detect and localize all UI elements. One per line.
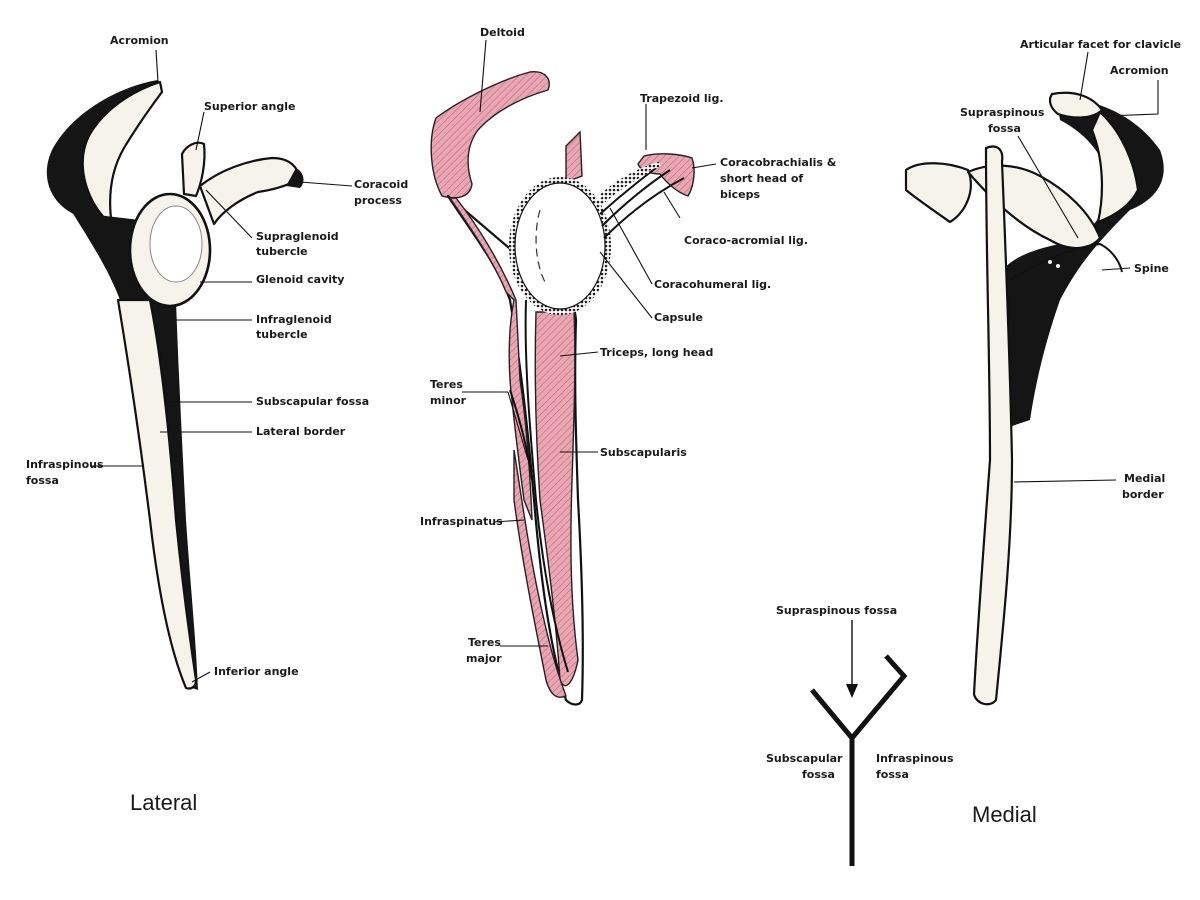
label-deltoid: Deltoid [480, 26, 525, 39]
label-teres-major: Teres [468, 636, 501, 649]
label-spine: Spine [1134, 262, 1169, 275]
label-medial-border: Medial [1124, 472, 1165, 485]
label-teres-minor: Teres [430, 378, 463, 391]
label-infraglenoid-tubercle-2: tubercle [256, 328, 308, 341]
label-supraspinous-fossa-2: fossa [988, 122, 1021, 135]
lateral-labels: Acromion Superior angle Coracoid process… [26, 34, 408, 815]
label-supraglenoid-tubercle: Supraglenoid [256, 230, 339, 243]
label-trapezoid-lig: Trapezoid lig. [640, 92, 724, 105]
label-schematic-subscapular: Subscapular [766, 752, 843, 765]
label-supraglenoid-tubercle-2: tubercle [256, 245, 308, 258]
label-infraspinatus: Infraspinatus [420, 515, 503, 528]
label-infraglenoid-tubercle: Infraglenoid [256, 313, 332, 326]
lateral-scapula [46, 80, 304, 690]
label-infraspinous-fossa-2: fossa [26, 474, 59, 487]
label-coracohumeral-lig: Coracohumeral lig. [654, 278, 771, 291]
label-infraspinous-fossa: Infraspinous [26, 458, 104, 471]
label-medial-border-2: border [1122, 488, 1164, 501]
label-acromion-medial: Acromion [1110, 64, 1169, 77]
muscle-labels: Deltoid Trapezoid lig. Coracobrachialis … [420, 26, 837, 665]
caption-lateral: Lateral [130, 790, 197, 815]
label-coracoid-process-2: process [354, 194, 402, 207]
label-schematic-supraspinous: Supraspinous fossa [776, 604, 897, 617]
caption-medial: Medial [972, 802, 1037, 827]
medial-leaders [1013, 51, 1159, 483]
muscle-scapula [430, 71, 695, 706]
label-teres-major-2: major [466, 652, 502, 665]
muscle-leaders [462, 39, 717, 647]
label-schematic-subscapular-2: fossa [802, 768, 835, 781]
label-coraco-acromial-lig: Coraco-acromial lig. [684, 234, 808, 247]
label-triceps-long-head: Triceps, long head [600, 346, 713, 359]
label-acromion: Acromion [110, 34, 169, 47]
label-coracobrachialis-2: short head of [720, 172, 803, 185]
label-glenoid-cavity: Glenoid cavity [256, 273, 344, 286]
label-lateral-border: Lateral border [256, 425, 346, 438]
medial-labels: Articular facet for clavicle Acromion Su… [960, 38, 1181, 827]
y-schematic: Supraspinous fossa Subscapular fossa Inf… [766, 604, 954, 866]
label-schematic-infraspinous-2: fossa [876, 768, 909, 781]
label-teres-minor-2: minor [430, 394, 467, 407]
label-supraspinous-fossa: Supraspinous [960, 106, 1045, 119]
label-coracoid-process: Coracoid [354, 178, 408, 191]
label-capsule: Capsule [654, 311, 703, 324]
label-inferior-angle: Inferior angle [214, 665, 299, 678]
label-coracobrachialis-3: biceps [720, 188, 760, 201]
lateral-leaders [92, 49, 353, 683]
label-subscapular-fossa: Subscapular fossa [256, 395, 369, 408]
label-subscapularis: Subscapularis [600, 446, 687, 459]
label-schematic-infraspinous: Infraspinous [876, 752, 954, 765]
label-superior-angle: Superior angle [204, 100, 295, 113]
medial-scapula [904, 91, 1164, 706]
label-coracobrachialis: Coracobrachialis & [720, 156, 837, 169]
label-articular-facet: Articular facet for clavicle [1020, 38, 1181, 51]
